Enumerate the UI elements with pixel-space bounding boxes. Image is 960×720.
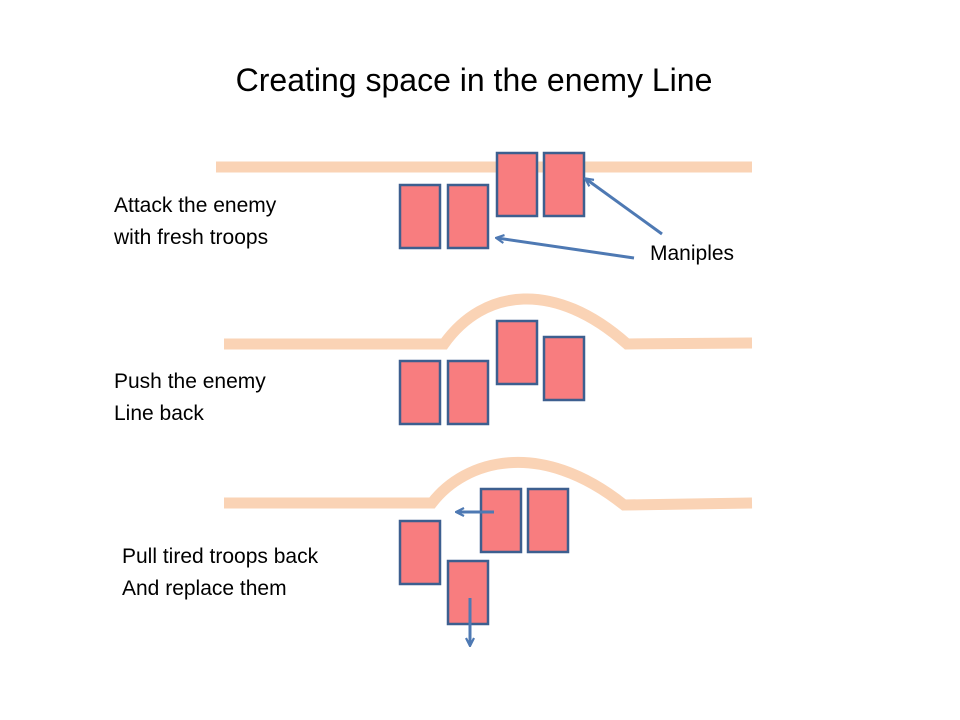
step-2-group xyxy=(224,293,753,426)
step-1-caption-line-2: with fresh troops xyxy=(114,226,269,249)
step-1-caption-line-1: Attack the enemy xyxy=(114,194,277,217)
step-1-group xyxy=(216,151,752,260)
pointer-arrow xyxy=(586,179,663,236)
maniples-label: Maniples xyxy=(650,242,735,265)
enemy-line-bulge xyxy=(224,456,753,511)
maniple-unit xyxy=(479,487,523,554)
maniple-unit xyxy=(398,519,442,586)
pointer-arrow xyxy=(497,238,635,260)
step-3-caption: Pull tired troops back And replace them xyxy=(122,541,318,605)
maniple-unit xyxy=(398,183,442,250)
enemy-line-bulge xyxy=(224,293,753,350)
maniple-unit xyxy=(542,151,586,218)
step-3-caption-line-2: And replace them xyxy=(122,577,287,600)
maniple-unit xyxy=(446,359,490,426)
maniple-unit xyxy=(526,487,570,554)
maniple-unit xyxy=(495,151,539,218)
slide-title: Creating space in the enemy Line xyxy=(235,62,713,98)
step-2-caption: Push the enemy Line back xyxy=(114,366,266,430)
step-3-group xyxy=(224,456,753,645)
step-2-caption-line-2: Line back xyxy=(114,402,204,425)
step-1-caption: Attack the enemy with fresh troops xyxy=(114,190,276,254)
maniple-unit xyxy=(398,359,442,426)
step-3-caption-line-1: Pull tired troops back xyxy=(122,545,319,568)
step-2-caption-line-1: Push the enemy xyxy=(114,370,266,393)
maniple-unit xyxy=(542,335,586,402)
maniple-unit xyxy=(446,183,490,250)
maniple-unit xyxy=(446,559,490,626)
maniple-unit xyxy=(495,319,539,386)
